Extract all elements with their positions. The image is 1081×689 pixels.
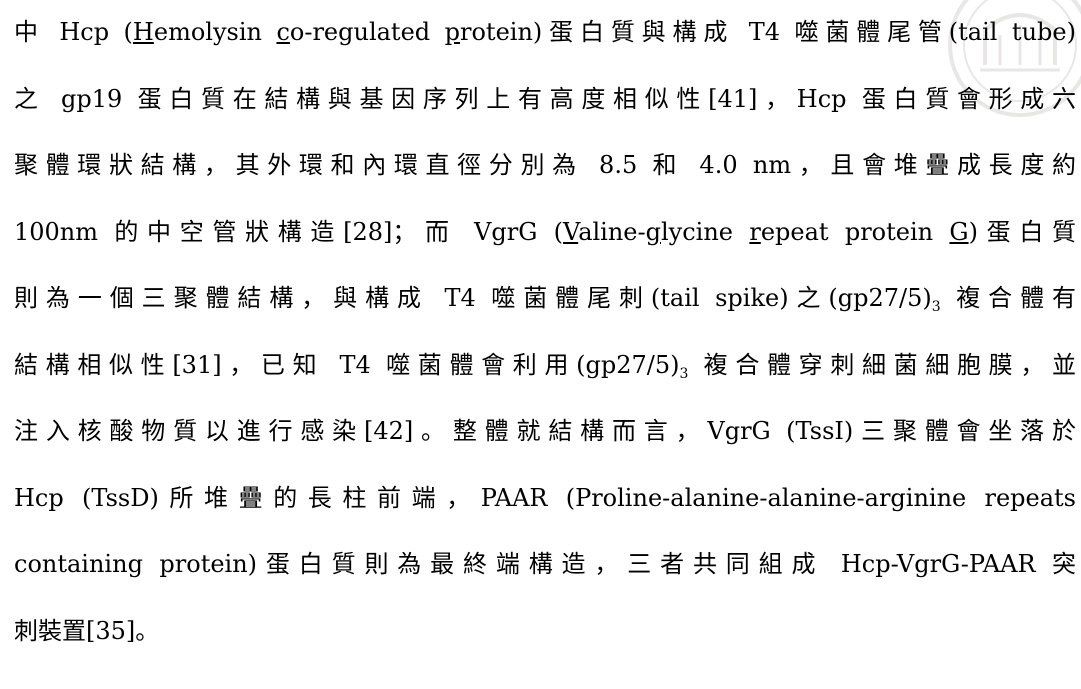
subscript: 3 bbox=[679, 366, 689, 382]
university-seal-icon bbox=[948, 0, 1081, 117]
underlined-letter: c bbox=[276, 18, 290, 46]
underlined-letter: V bbox=[563, 218, 579, 246]
underlined-letter: p bbox=[444, 18, 460, 46]
paragraph-line: 之 gp19 蛋白質在結構與基因序列上有高度相似性[41]，Hcp 蛋白質會形成… bbox=[14, 85, 1076, 113]
underlined-letter: G bbox=[949, 218, 969, 246]
paragraph-line: 注入核酸物質以進行感染[42]。整體就結構而言，VgrG (TssI)三聚體會坐… bbox=[14, 417, 1076, 445]
underlined-letter: r bbox=[749, 218, 761, 246]
paragraph-line: 聚體環狀結構，其外環和內環直徑分別為 8.5 和 4.0 nm，且會堆疊成長度約 bbox=[14, 151, 1076, 179]
paragraph-line: 刺裝置[35]。 bbox=[14, 617, 160, 645]
paragraph-line: containing protein)蛋白質則為最終端構造，三者共同組成 Hcp… bbox=[14, 550, 1076, 578]
paragraph-line: 中 Hcp (Hemolysin co-regulated protein)蛋白… bbox=[14, 18, 1076, 46]
subscript: 3 bbox=[931, 299, 941, 315]
paragraph-line: 則為一個三聚體結構，與構成 T4 噬菌體尾刺(tail spike)之(gp27… bbox=[14, 284, 1076, 315]
paragraph-line: 結構相似性[31]，已知 T4 噬菌體會利用(gp27/5)3 複合體穿刺細菌細… bbox=[14, 351, 1076, 382]
underlined-letter: H bbox=[132, 18, 154, 46]
paragraph-line: 100nm 的中空管狀構造[28]；而 VgrG (Valine-glycine… bbox=[14, 218, 1076, 246]
paragraph-line: Hcp (TssD)所堆疊的長柱前端，PAAR (Proline-alanine… bbox=[14, 484, 1076, 512]
underlined-letter: g bbox=[645, 218, 661, 246]
